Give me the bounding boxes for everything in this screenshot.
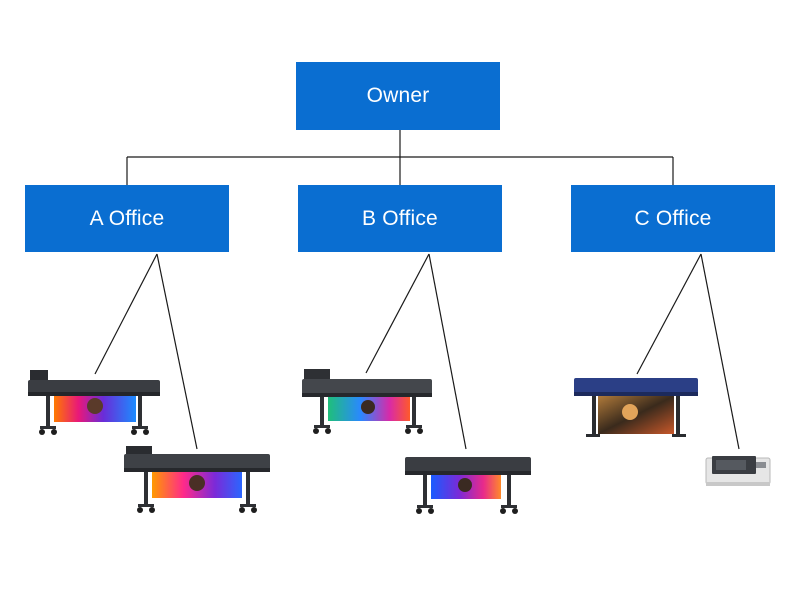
c-office-flatbed-printer-icon	[705, 456, 771, 486]
connector-c-printer-1	[636, 253, 702, 375]
c-office-node: C Office	[571, 185, 775, 252]
connector-c-flatbed	[700, 253, 740, 450]
a-office-node: A Office	[25, 185, 229, 252]
a-office-label: A Office	[89, 206, 165, 230]
b-office-node: B Office	[298, 185, 502, 252]
owner-node: Owner	[296, 62, 500, 130]
b-office-label: B Office	[362, 206, 438, 230]
b-office-printer-1-icon	[302, 369, 432, 434]
connector-b-printer-1	[365, 253, 430, 374]
a-office-printer-2-icon	[124, 446, 270, 513]
c-office-label: C Office	[634, 206, 712, 230]
owner-label: Owner	[366, 84, 430, 107]
c-office-printer-1-icon	[574, 378, 698, 437]
connector-a-printer-1	[94, 253, 158, 375]
connector-a-printer-2	[156, 253, 198, 450]
b-office-printer-2-icon	[405, 457, 531, 514]
a-office-printer-1-icon	[28, 370, 160, 435]
connector-b-printer-2	[428, 253, 467, 450]
